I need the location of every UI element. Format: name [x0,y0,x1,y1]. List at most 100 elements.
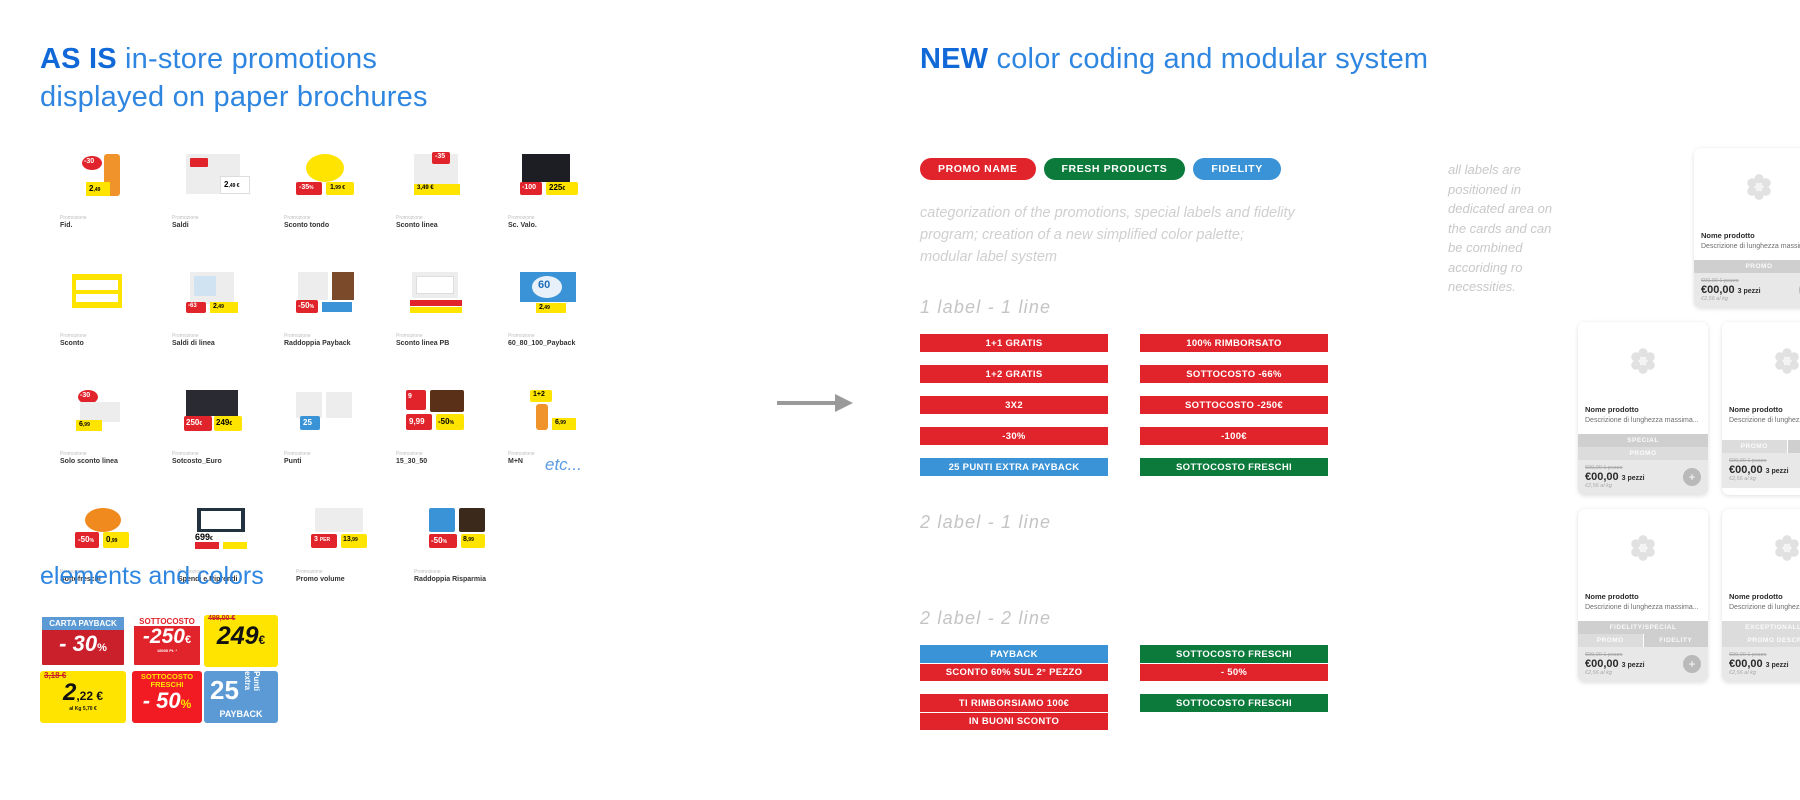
promo-label-area: SPECIAL PROMO [1578,434,1708,460]
label-bar-split[interactable]: -1€ PAYBACK [1140,549,1328,567]
product-card-special-promo[interactable]: Nome prodotto Descrizione di lunghezza m… [1578,322,1708,495]
brochure-image: -100 225€ [508,150,620,208]
thumbnail-item[interactable]: -50% 8,99 Promozione Raddoppia Risparmia [414,504,532,584]
thumbnail-item[interactable]: 60 2,49 Promozione 60_80_100_Payback [508,268,620,348]
label-bar[interactable]: 1+2 GRATIS [920,365,1108,383]
promo-label-samples: CARTA PAYBACK - 30 % SOTTOCOSTO -250 € 1… [40,615,290,725]
price-old: €00,00 1 pezzo [1585,652,1623,658]
thumbnail-item[interactable]: -35% 1,99 € Promozione Sconto tondo [284,150,396,230]
label-sample-value: -250 [142,625,185,648]
product-card-promo-fidelity[interactable]: Nome prodotto Descrizione di lunghezza m… [1722,322,1800,495]
add-to-cart-button[interactable]: + [1683,655,1701,673]
thumbnail-item[interactable]: 1+2 6,99 Promozione M+N [508,386,620,466]
new-system-note: categorization of the promotions, specia… [920,202,1360,268]
label-bar-split[interactable]: -50% PAYBACK [920,549,1108,567]
label-bar-stack[interactable]: SOTTOCOSTO FRESCHI 50% PAYBACK [1140,694,1328,730]
thumbnail-item[interactable]: Promozione Sconto [60,268,172,348]
promo-label[interactable]: PROMO [1722,440,1787,453]
thumb-name: Sconto tondo [284,222,330,229]
label-bar-stack[interactable]: PAYBACK SCONTO 60% SUL 2° PEZZO [920,645,1108,681]
product-card-promo[interactable]: Nome prodotto Descrizione di lunghezza m… [1694,148,1800,308]
product-info: Nome prodotto Descrizione di lunghezza m… [1578,587,1708,621]
price-value: €00,00 [1701,284,1735,296]
new-heading-strong: NEW [920,43,989,75]
thumbnail-caption: Promozione Sottofreschi [60,568,178,584]
thumb-sub: Promozione [284,215,311,221]
label-bar: IN BUONI SCONTO [920,712,1108,730]
thumbnail-item[interactable]: -100 225€ Promozione Sc. Valo. [508,150,620,230]
thumbnail-item[interactable]: -50% Promozione Raddoppia Payback [284,268,396,348]
product-card-long-description[interactable]: Nome prodotto Descrizione di lunghezza m… [1722,509,1800,682]
thumbnail-item[interactable]: -30 2,49 Promozione Fid. [60,150,172,230]
brochure-image: 25 [284,386,396,444]
bar-column-left: PAYBACK SCONTO 60% SUL 2° PEZZO TI RIMBO… [920,645,1108,743]
thumb-name: 60_80_100_Payback [508,340,576,347]
brochure-image: 1+2 6,99 [508,386,620,444]
section-title-1label-1line: 1 label - 1 line [920,297,1052,317]
label-bar[interactable]: SOTTOCOSTO -250€ [1140,396,1328,414]
thumbnail-item[interactable]: Promozione Sconto linea PB [396,268,508,348]
thumb-sub: Promozione [396,333,423,339]
brochure-image: 250€ 249€ [172,386,284,444]
thumb-name: Sottofreschi [60,576,101,583]
brochure-thumbnail-grid: -30 2,49 Promozione Fid. [60,150,620,622]
as-is-heading-strong: AS IS [40,43,117,75]
promo-label[interactable]: FIDELITY [1786,440,1800,453]
label-sample-unit: € [258,633,266,647]
promo-label[interactable]: SPECIAL [1578,434,1708,447]
label-bar-part: -50% [955,552,979,564]
thumbnail-item[interactable]: 250€ 249€ Promozione Sotcosto_Euro [172,386,284,466]
label-bar[interactable]: -100€ [1140,427,1328,445]
promo-label[interactable]: EXCEPTIONALLY LONG [1722,621,1800,634]
label-bar[interactable]: 1+1 GRATIS [920,334,1108,352]
label-bar[interactable]: 3X2 [920,396,1108,414]
pill-fresh-products[interactable]: FRESH PRODUCTS [1043,158,1186,180]
promo-label[interactable]: PROMO [1578,447,1708,460]
price-value: €00,00 [1729,658,1763,670]
label-bar[interactable]: 100% RIMBORSATO [1140,334,1328,352]
thumbnail-item[interactable]: -50% 0,99 Promozione Sottofreschi [60,504,178,584]
label-sample-top: 499,00 € [208,615,236,622]
thumbnail-caption: Promozione Sc. Valo. [508,214,620,230]
product-name: Nome prodotto [1585,405,1639,414]
price-value: €00,00 [1585,658,1619,670]
thumbnail-item[interactable]: 2,49 € Promozione Saldi [172,150,284,230]
promo-label[interactable]: PROMO [1694,260,1800,273]
brochure-image: -30 6,99 [60,386,172,444]
price-old: €00,00 1 pezzo [1585,465,1623,471]
label-bar[interactable]: SOTTOCOSTO FRESCHI [1140,458,1328,476]
pill-promo-name[interactable]: PROMO NAME [920,158,1036,180]
promo-label[interactable]: PROMO [1578,634,1643,647]
thumbnail-item[interactable]: 699€ Promozione Spendi e Riprendi [178,504,296,584]
brochure-image: 9 9,99 -50% [396,386,508,444]
label-bar-stack[interactable]: TI RIMBORSIAMO 100€ IN BUONI SCONTO [920,694,1108,730]
thumb-sub: Promozione [284,451,311,457]
new-heading: NEW color coding and modular system [920,40,1428,78]
thumbnail-row: -50% 0,99 Promozione Sottofreschi 699€ [60,504,620,584]
thumbnail-item[interactable]: 25 Promozione Punti [284,386,396,466]
label-bar[interactable]: -30% [920,427,1108,445]
promo-label[interactable]: FIDELITY/SPECIAL [1578,621,1708,634]
thumbnail-item[interactable]: -35 3,49 € Promozione Sconto linea [396,150,508,230]
thumbnail-item[interactable]: -63 2,49 Promozione Saldi di linea [172,268,284,348]
add-to-cart-button[interactable]: + [1683,468,1701,486]
thumb-sub: Promozione [60,569,87,575]
label-bar[interactable]: SOTTOCOSTO -66% [1140,365,1328,383]
label-bar-stack[interactable]: SOTTOCOSTO FRESCHI - 50% [1140,645,1328,681]
brochure-image: -35 3,49 € [396,150,508,208]
new-heading-rest: color coding and modular system [988,43,1429,75]
pill-fidelity[interactable]: FIDELITY [1193,158,1281,180]
promo-label[interactable]: FIDELITY [1642,634,1708,647]
card-row: Nome prodotto Descrizione di lunghezza m… [1578,509,1800,682]
product-description: Descrizione di lunghezza massima... [1701,243,1800,250]
thumbnail-item[interactable]: 9 9,99 -50% Promozione 15_30_50 [396,386,508,466]
label-bar[interactable]: 25 PUNTI EXTRA PAYBACK [920,458,1108,476]
thumbnail-item[interactable]: -30 6,99 Promozione Solo sconto linea [60,386,172,466]
product-card-fidelity-special[interactable]: Nome prodotto Descrizione di lunghezza m… [1578,509,1708,682]
thumbnail-item[interactable]: 3 PER 13,99 Promozione Promo volume [296,504,414,584]
promo-label[interactable]: PROMO DESCRIPTION [1722,634,1800,647]
